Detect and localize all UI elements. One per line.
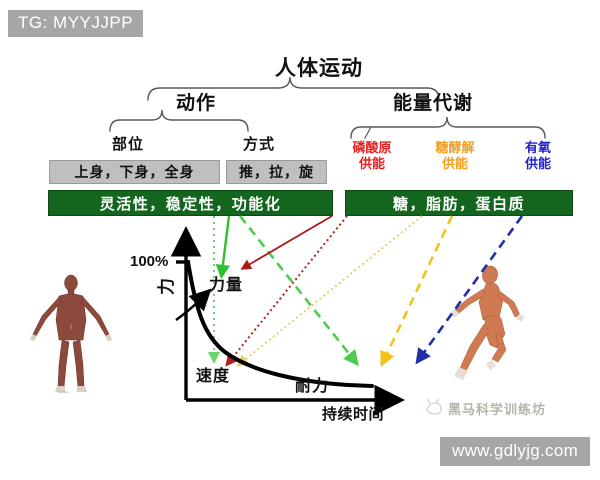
brand-logo-icon	[426, 398, 442, 415]
arrow-function-to-endurance	[238, 215, 359, 367]
energy-label-aerobic: 有氧 供能	[500, 141, 576, 174]
energy-label-phosphagen-line1: 磷酸原	[352, 141, 392, 156]
energy-label-aerobic-line1: 有氧	[524, 141, 551, 156]
arrow-glycolysis-to-endurance	[380, 215, 454, 368]
energy-label-phosphagen-line2: 供能	[358, 157, 385, 173]
chart-annotation-strength: 力量	[209, 275, 244, 294]
brand-watermark: 黑马科学训练坊	[448, 403, 547, 418]
energy-label-aerobic-line2: 供能	[524, 157, 551, 173]
energy-label-glycolysis: 糖酵解 供能	[412, 141, 498, 174]
arrow-stability-to-strength	[215, 215, 231, 280]
curve-pointer-arrow	[175, 288, 212, 321]
gray-box-movement-patterns: 推，拉，旋	[226, 160, 327, 184]
gray-box-body-parts: 上身，下身，全身	[49, 160, 220, 184]
green-box-qualities: 灵活性，稳定性，功能化	[48, 190, 333, 216]
tg-tag-banner: TG: MYYJJPP	[8, 10, 144, 37]
energy-label-glycolysis-line1: 糖酵解	[435, 141, 475, 156]
anatomy-running-figure	[450, 265, 524, 380]
svg-text:anatomy: anatomy	[58, 390, 70, 394]
branch-title-action: 动作	[176, 92, 217, 114]
chart-annotation-endurance: 耐力	[295, 376, 330, 395]
sub-label-way: 方式	[243, 135, 276, 153]
root-title: 人体运动	[275, 56, 363, 80]
chart-y-tick-label-100: 100%	[130, 253, 169, 270]
energy-label-phosphagen: 磷酸原 供能	[333, 141, 411, 174]
chart-annotation-speed: 速度	[196, 366, 231, 385]
green-box-substrates: 糖，脂肪，蛋白质	[345, 190, 573, 216]
arrow-phosphagen-to-speed	[225, 215, 348, 367]
url-watermark: www.gdlyjg.com	[440, 437, 591, 466]
energy-label-glycolysis-line2: 供能	[441, 157, 468, 173]
branch-title-energy: 能量代谢	[393, 92, 474, 114]
arrow-phosphagen-to-strength	[240, 215, 333, 270]
arrow-glycolysis-to-speed	[236, 215, 423, 367]
anatomy-standing-figure: anatomy	[30, 274, 112, 394]
chart-y-axis-label: 力	[157, 278, 177, 295]
sub-label-part: 部位	[112, 135, 145, 153]
chart-x-axis-label: 持续时间	[322, 405, 385, 423]
